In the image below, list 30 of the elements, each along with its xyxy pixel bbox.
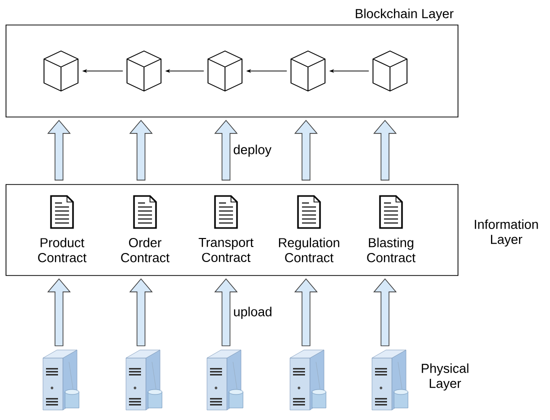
block-arrow xyxy=(129,120,153,180)
server-icon xyxy=(372,350,408,410)
block-arrow xyxy=(294,120,318,180)
block-arrow xyxy=(214,120,238,180)
contract-label: Product Contract xyxy=(38,238,86,262)
block-arrow xyxy=(129,278,153,346)
block-arrow xyxy=(47,120,71,180)
server-icon xyxy=(206,350,244,410)
block-arrow xyxy=(294,278,318,346)
cube-icon xyxy=(44,50,78,92)
contract-label: Order Contract xyxy=(121,238,170,262)
server-icon xyxy=(126,350,162,410)
layer-title: Blockchain Layer xyxy=(356,8,454,21)
edge-label: deploy xyxy=(234,144,272,157)
contract-label: Regulation Contract xyxy=(279,238,340,262)
cube-icon xyxy=(372,50,408,92)
block-arrow xyxy=(373,278,397,346)
cube-icon xyxy=(290,50,326,92)
layer-title: Information Layer xyxy=(474,219,538,247)
contract-label: Transport Contract xyxy=(198,238,254,262)
layer-title: Physical Layer xyxy=(422,363,468,391)
block-arrow xyxy=(47,278,71,346)
cube-icon xyxy=(208,50,242,92)
server-icon xyxy=(42,350,80,410)
block-arrow xyxy=(214,278,238,346)
block-arrow xyxy=(373,120,397,180)
cube-icon xyxy=(126,50,162,92)
server-icon xyxy=(290,350,326,410)
edge-label: upload xyxy=(234,306,272,319)
contract-label: Blasting Contract xyxy=(367,238,416,262)
